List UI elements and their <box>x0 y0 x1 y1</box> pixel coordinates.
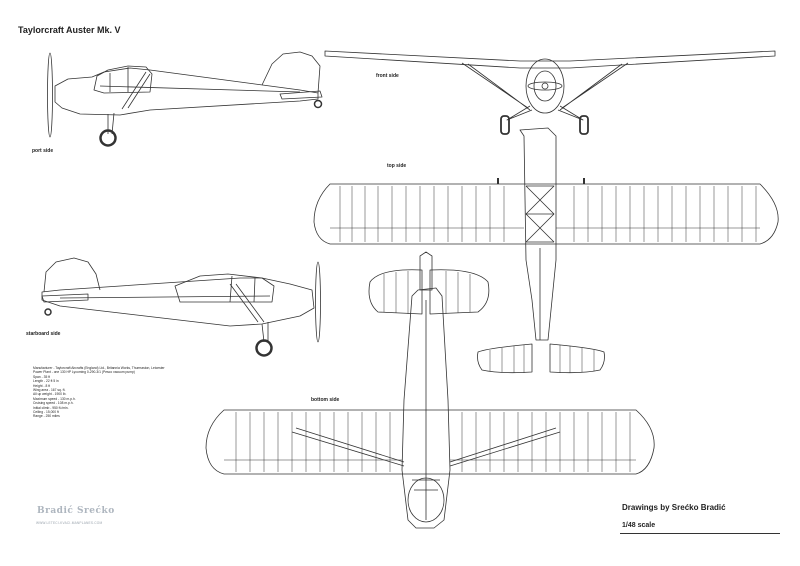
spec-line: Cruising speed - 108 m.p.h. <box>33 401 74 406</box>
website-url: WWW.LETECI-KVACI-MANPLANES.COM <box>36 521 103 525</box>
spec-line: Length - 22 ft 5 in <box>33 379 59 384</box>
author-logo: Bradić Srećko <box>37 506 115 516</box>
fuselage <box>401 287 451 529</box>
drawing-title: Taylorcraft Auster Mk. V <box>18 25 121 35</box>
spinner <box>541 82 549 90</box>
exhaust <box>412 479 440 491</box>
tailplane-ribs <box>489 345 595 373</box>
propeller <box>47 52 53 138</box>
tailplane <box>368 269 490 315</box>
starboard-side-view <box>41 257 321 357</box>
wing <box>205 409 655 475</box>
bottom-view <box>205 251 655 529</box>
propeller <box>315 261 321 343</box>
port-side-view <box>47 51 323 147</box>
wing <box>313 183 779 245</box>
landing-gear <box>261 322 269 343</box>
scale-rule <box>620 533 780 534</box>
fuselage <box>519 127 557 341</box>
spec-line: Initial climb - 950 ft./min. <box>33 405 69 410</box>
spec-line: Power Plant - one 130 HP Lycoming 0-290-… <box>33 370 135 375</box>
main-wheel <box>255 339 273 357</box>
spec-line: All up weight - 1900 lb. <box>33 392 67 397</box>
canopy-frame <box>229 275 233 303</box>
fin <box>43 257 101 293</box>
tailplane <box>279 90 323 100</box>
stringer <box>99 85 301 93</box>
drawing-credit: Drawings by Srećko Bradić <box>622 503 726 512</box>
top-view-label: top side <box>387 163 407 169</box>
spec-line: Manufacturer - Taylorcraft Aircrafts (En… <box>33 366 165 370</box>
cowling <box>533 70 557 102</box>
tail-wheel <box>313 99 323 109</box>
fuselage <box>54 67 319 116</box>
spec-line: Ceiling - 15,000 ft <box>33 410 59 415</box>
spec-line: Height - 8 ft <box>33 383 51 388</box>
canopy-frame <box>253 277 256 303</box>
cockpit-bracing <box>525 185 555 243</box>
canopy <box>174 273 275 303</box>
right-wheel <box>579 115 589 135</box>
spec-line: Span - 35 ft <box>33 374 51 379</box>
fuselage <box>41 277 315 327</box>
tail-wheel <box>44 308 52 316</box>
left-wheel <box>500 115 510 135</box>
tailplane-ribs <box>383 271 471 314</box>
specifications-block: Manufacturer - Taylorcraft Aircrafts (En… <box>33 366 253 419</box>
fuselage <box>525 58 565 114</box>
spec-line: Range - 250 miles <box>33 414 60 419</box>
wing-strut <box>121 71 151 110</box>
starboard-view-label: starboard side <box>26 331 61 337</box>
cowling <box>407 477 445 523</box>
tailplane <box>477 343 605 374</box>
tailplane <box>41 293 89 303</box>
wing-strut <box>229 283 265 323</box>
front-view-label: front side <box>376 73 399 79</box>
front-view <box>324 50 776 135</box>
scale-label: 1/48 scale <box>622 522 656 529</box>
fin <box>419 251 433 291</box>
canopy <box>93 65 153 94</box>
propeller-disc <box>527 81 563 91</box>
spec-line: Maximum speed - 130 m.p.h. <box>33 396 76 401</box>
port-view-label: port side <box>32 148 54 154</box>
wing-strut <box>461 62 629 111</box>
fin <box>261 51 321 94</box>
spec-line: Wing area - 167 sq. ft. <box>33 388 66 393</box>
wing-ribs <box>330 186 760 242</box>
landing-gear <box>506 105 584 121</box>
wing-ribs <box>224 412 636 472</box>
main-wheel <box>99 129 117 147</box>
wing <box>324 50 776 69</box>
stringer <box>59 295 271 299</box>
wing-strut <box>291 427 561 467</box>
bottom-view-label: bottom side <box>311 397 340 403</box>
top-view <box>313 127 779 374</box>
